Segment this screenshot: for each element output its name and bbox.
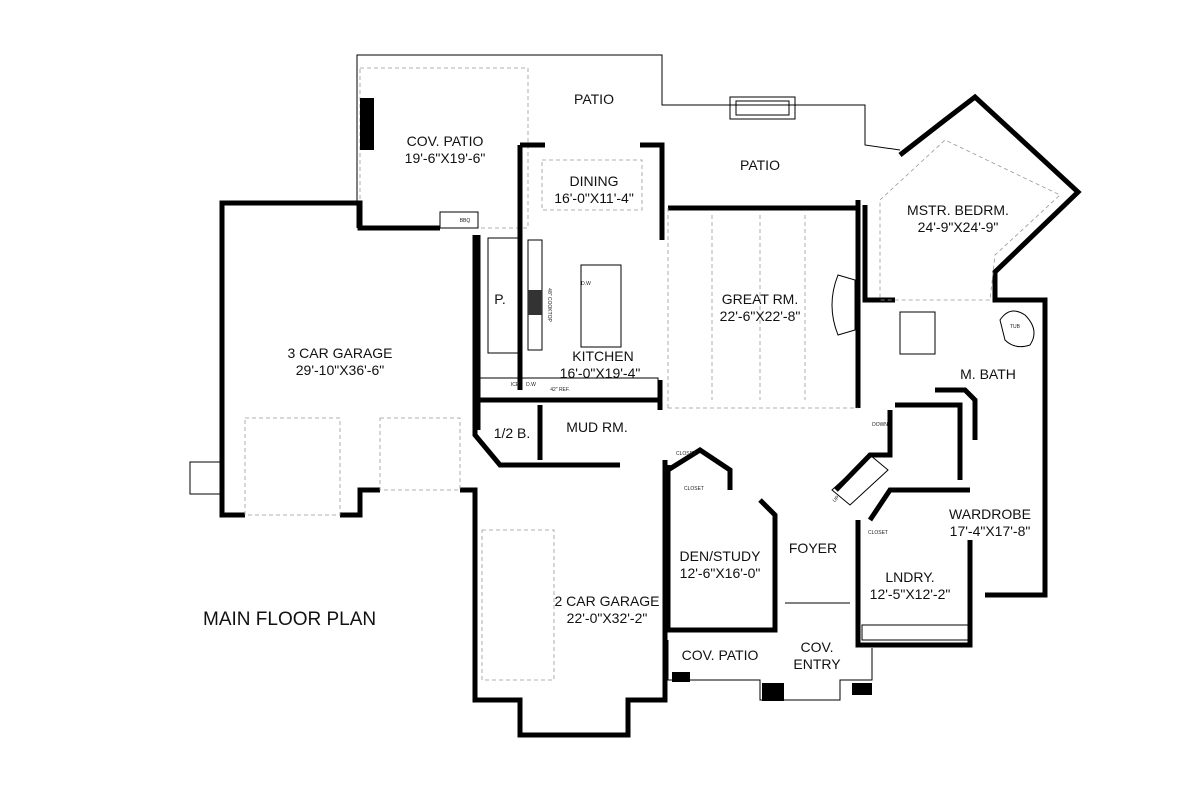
great-room-walls xyxy=(667,200,861,409)
closet-label-3: CLOSET xyxy=(868,530,888,536)
cooktop-label: 48" COOKTOP xyxy=(546,288,552,322)
bbq-icon xyxy=(439,211,479,229)
size-great-room: 22'-6"X22'-8" xyxy=(720,308,801,324)
label-master-bedroom: MSTR. BEDRM. xyxy=(907,202,1009,218)
garage-3car-walls xyxy=(189,98,620,518)
den-walls xyxy=(665,447,873,701)
closet-label-1: CLOSET xyxy=(676,451,696,457)
size-garage-3car: 29'-10"X36'-6" xyxy=(296,362,384,378)
fireplace-icon xyxy=(831,274,856,336)
label-half-bath: 1/2 B. xyxy=(494,425,531,441)
plan-title: MAIN FLOOR PLAN xyxy=(203,609,376,630)
label-pantry: P. xyxy=(494,291,505,307)
label-cov-entry: COV. xyxy=(801,639,834,655)
label-patio-lower: PATIO xyxy=(740,157,780,173)
ref-label: 42" REF. xyxy=(550,387,570,393)
stair-down-label: DOWN xyxy=(872,422,888,428)
label-garage-2car: 2 CAR GARAGE xyxy=(554,593,659,609)
label-patio-upper: PATIO xyxy=(574,91,614,107)
size-laundry: 12'-5"X12'-2" xyxy=(870,586,951,602)
kitchen-dining-walls xyxy=(475,142,665,460)
stairs-icon xyxy=(831,454,889,506)
master-suite-walls xyxy=(862,93,1082,598)
closet-label-2: CLOSET xyxy=(684,486,704,492)
label-mud-room: MUD RM. xyxy=(566,419,627,435)
size-den-study: 12'-6"X16'-0" xyxy=(680,565,761,581)
island-dw-label: D.W xyxy=(581,281,591,287)
label-cov-patio: COV. PATIO xyxy=(407,133,484,149)
stair-up-label: UP xyxy=(832,494,842,504)
label-cov-entry-2: ENTRY xyxy=(793,656,841,672)
tub-icon xyxy=(999,310,1035,348)
size-master-bedroom: 24'-9"X24'-9" xyxy=(918,219,999,235)
label-kitchen: KITCHEN xyxy=(572,348,633,364)
label-cov-patio-front: COV. PATIO xyxy=(682,647,759,663)
label-wardrobe: WARDROBE xyxy=(949,506,1031,522)
ice-label: ICE xyxy=(511,382,520,388)
size-dining: 16'-0"X11'-4" xyxy=(554,190,634,206)
cooktop-icon xyxy=(528,290,542,315)
size-kitchen: 16'-0"X19'-4" xyxy=(560,365,641,381)
foyer-laundry-walls xyxy=(831,410,973,648)
label-laundry: LNDRY. xyxy=(885,569,934,585)
kitchen-island xyxy=(580,264,622,348)
label-dining: DINING xyxy=(570,173,619,189)
label-foyer: FOYER xyxy=(789,540,837,556)
label-garage-3car: 3 CAR GARAGE xyxy=(287,345,392,361)
bbq-label: BBQ xyxy=(460,218,471,224)
dw-label: D.W xyxy=(526,382,536,388)
garage-2car-walls xyxy=(472,460,668,738)
label-master-bath: M. BATH xyxy=(960,366,1016,382)
tub-label: TUB xyxy=(1010,324,1021,330)
size-wardrobe: 17'-4"X17'-8" xyxy=(950,523,1031,539)
size-garage-2car: 22'-0"X32'-2" xyxy=(567,610,648,626)
fireplace-icon xyxy=(360,98,374,150)
label-great-room: GREAT RM. xyxy=(722,291,799,307)
size-cov-patio: 19'-6"X19'-6" xyxy=(405,150,486,166)
label-den-study: DEN/STUDY xyxy=(680,548,762,564)
